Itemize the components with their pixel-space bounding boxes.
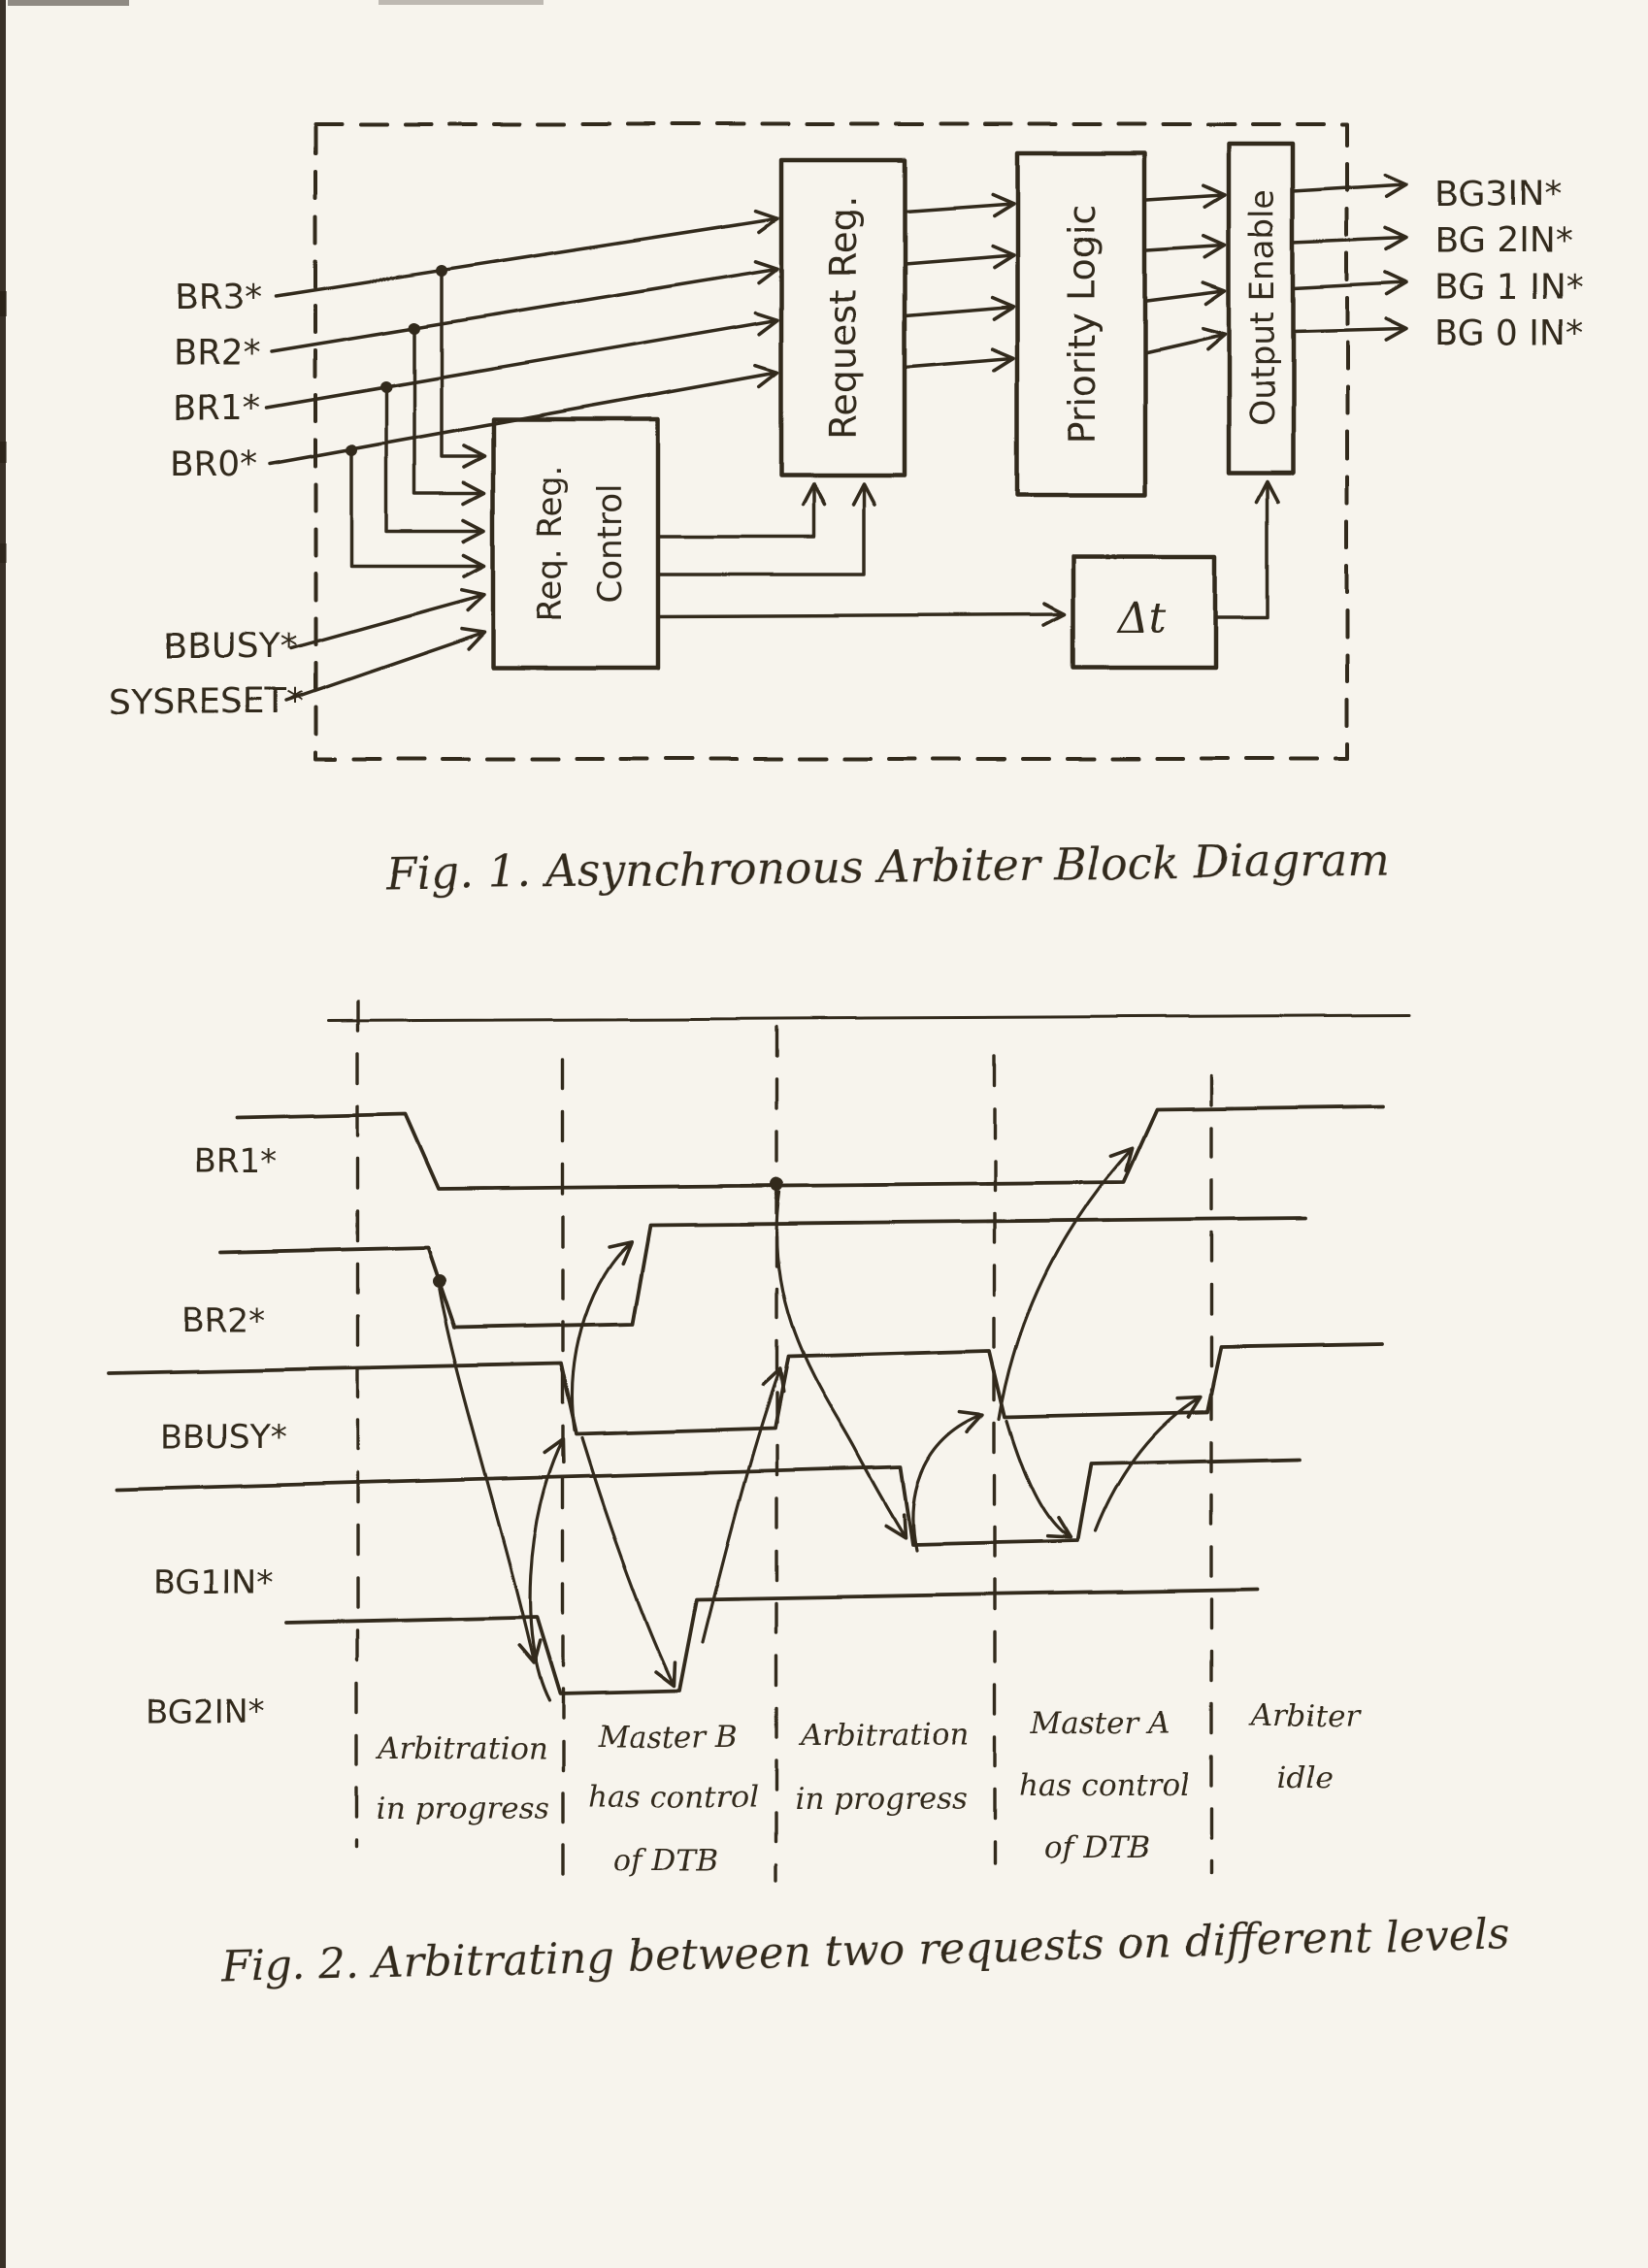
- sysreset-input-line: [284, 627, 486, 703]
- channel-br1: [265, 271, 1408, 543]
- delta-to-outputenable-line: [1213, 479, 1280, 619]
- arrow-bbusyfall2-to-bg1inrise: [1005, 1419, 1072, 1540]
- timing-top-reference-line: [326, 1013, 1411, 1023]
- phase5-line1: Arbiter: [1248, 1698, 1363, 1733]
- phase5-line2: idle: [1277, 1760, 1334, 1795]
- req-reg-control-block: [490, 416, 661, 671]
- phase3-line2: in progress: [795, 1782, 968, 1817]
- scan-artifacts: [0, 0, 544, 2268]
- arrow-bg1inrise-to-bbusyrise2: [1093, 1395, 1203, 1533]
- req-reg-control-label-line1: Req. Reg.: [531, 465, 570, 622]
- causal-arrows: [437, 1146, 1203, 1702]
- input-label-br0: BR0*: [170, 444, 258, 484]
- output-label-bg1in: BG 1 IN*: [1434, 268, 1583, 308]
- input-label-bbusy: BBUSY*: [163, 627, 298, 667]
- control-to-reqreg-line1: [656, 482, 826, 539]
- fig1-caption: Fig. 1. Asynchronous Arbiter Block Diagr…: [384, 834, 1390, 900]
- waveform-bg1in: [115, 1457, 1302, 1547]
- delta-t-label: Δt: [1115, 594, 1166, 643]
- junction-dot-br2: [432, 1274, 445, 1288]
- phase2-line2: has control: [588, 1780, 759, 1815]
- arbiter-boundary-dashed-box: [313, 122, 1349, 761]
- req-reg-control-label-line2: Control: [591, 484, 630, 604]
- phase4-line1: Master A: [1030, 1706, 1170, 1741]
- request-reg-label: Request Reg.: [822, 196, 865, 440]
- phase-annotations: Arbitration in progress Master B has con…: [376, 1698, 1362, 1879]
- output-label-bg2in: BG 2IN*: [1434, 221, 1572, 261]
- priority-logic-label: Priority Logic: [1061, 205, 1104, 444]
- junction-dot-br1: [770, 1177, 783, 1191]
- control-to-reqreg-line2: [656, 482, 876, 576]
- control-to-delta-line: [656, 602, 1067, 627]
- channel-br0: [268, 316, 1408, 578]
- priority-logic-block: [1014, 150, 1148, 498]
- signal-label-bg1in: BG1IN*: [153, 1563, 273, 1602]
- arrow-br2fall-to-bg2infall: [437, 1285, 543, 1664]
- phase4-line3: of DTB: [1044, 1830, 1149, 1865]
- channel-br3: [275, 173, 1408, 469]
- input-label-br3: BR3*: [175, 278, 263, 317]
- request-reg-block: [778, 157, 907, 478]
- waveform-bbusy: [107, 1342, 1385, 1436]
- output-label-bg0in: BG 0 IN*: [1434, 313, 1583, 353]
- phase2-line3: of DTB: [613, 1844, 718, 1879]
- phase4-line2: has control: [1019, 1768, 1190, 1803]
- arrow-bg2inrise-to-bbusyrise: [701, 1367, 785, 1644]
- output-enable-block: [1226, 141, 1296, 476]
- fig2-timing-diagram: [107, 1000, 1411, 1885]
- signal-label-br1: BR1*: [194, 1142, 278, 1181]
- phase-separator-dashed-lines: [355, 1000, 1213, 1885]
- input-label-sysreset: SYSRESET*: [109, 682, 304, 722]
- arrow-bbusyfall-to-br2rise: [570, 1239, 634, 1432]
- arrow-bbusyfall2-to-br1rise: [998, 1146, 1135, 1421]
- fig1-block-diagram: [265, 122, 1408, 761]
- output-label-bg3in: BG3IN*: [1434, 175, 1561, 214]
- phase1-line1: Arbitration: [376, 1731, 547, 1766]
- arrow-bg1infall-to-bbusyfall2: [910, 1409, 985, 1553]
- phase1-line2: in progress: [377, 1791, 549, 1826]
- fig2-caption: Fig. 2. Arbitrating between two requests…: [219, 1909, 1510, 1992]
- output-enable-label: Output Enable: [1243, 189, 1282, 427]
- signal-label-bbusy: BBUSY*: [160, 1418, 287, 1457]
- arrow-bg2infall-to-bbusyfall: [528, 1437, 566, 1702]
- waveform-br2: [219, 1216, 1307, 1330]
- arrow-br1dot-to-bg1infall: [775, 1190, 907, 1540]
- input-label-br1: BR1*: [173, 388, 261, 428]
- signal-label-br2: BR2*: [182, 1301, 266, 1340]
- input-label-br2: BR2*: [173, 333, 261, 373]
- phase3-line1: Arbitration: [798, 1718, 970, 1753]
- waveform-bg2in: [284, 1588, 1259, 1695]
- phase2-line1: Master B: [597, 1720, 738, 1755]
- delta-t-block: [1071, 553, 1218, 671]
- bbusy-input-line: [289, 587, 486, 650]
- arrow-bbusyfall-to-bg2inrise: [580, 1436, 677, 1688]
- signal-label-bg2in: BG2IN*: [146, 1693, 265, 1731]
